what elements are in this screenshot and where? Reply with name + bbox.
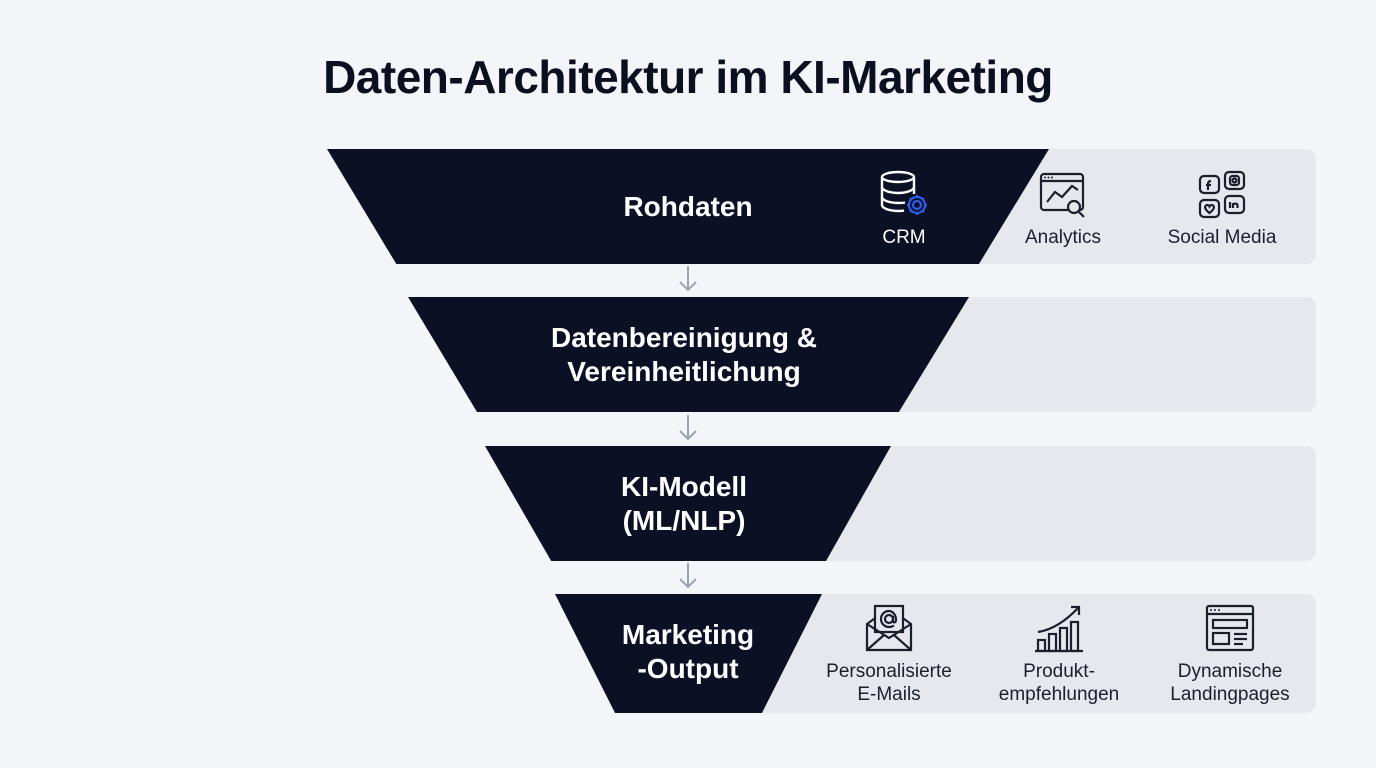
social-media-icon bbox=[1198, 170, 1246, 219]
stage-label-rohdaten: Rohdaten bbox=[623, 191, 753, 222]
stage-label-marketing-output: Marketing -Output bbox=[621, 619, 755, 684]
output-dynamische-landingpages: Dynamische Landingpages bbox=[1150, 604, 1310, 706]
stage-label-datenbereinigung: Datenbereinigung & Vereinheitlichung bbox=[550, 322, 817, 387]
source-label-analytics: Analytics bbox=[1024, 227, 1102, 248]
source-analytics: Analytics bbox=[1003, 170, 1123, 249]
funnel-stage-rohdaten bbox=[327, 149, 1049, 264]
output-personalisierte-emails: Personalisierte E-Mails bbox=[809, 604, 969, 706]
source-label-social-media: Social Media bbox=[1167, 227, 1277, 248]
funnel-stage-ki-modell bbox=[485, 446, 891, 561]
source-social-media: Social Media bbox=[1152, 170, 1292, 249]
analytics-chart-icon bbox=[1039, 172, 1085, 218]
webpage-icon bbox=[1205, 604, 1255, 652]
down-arrow-icon bbox=[679, 266, 697, 292]
output-label-produktempfehlungen: Produkt- empfehlungen bbox=[998, 661, 1120, 705]
output-label-landingpages: Dynamische Landingpages bbox=[1170, 661, 1290, 705]
email-icon bbox=[865, 604, 913, 652]
database-gear-icon bbox=[880, 170, 927, 215]
source-crm: CRM bbox=[844, 168, 964, 249]
output-label-emails: Personalisierte E-Mails bbox=[826, 661, 952, 705]
source-label-crm: CRM bbox=[882, 227, 926, 248]
stage-label-ki-modell: KI-Modell (ML/NLP) bbox=[621, 471, 747, 536]
down-arrow-icon bbox=[679, 415, 697, 441]
diagram-title: Daten-Architektur im KI-Marketing bbox=[323, 51, 1053, 103]
output-produktempfehlungen: Produkt- empfehlungen bbox=[979, 602, 1139, 706]
funnel-stage-datenbereinigung bbox=[408, 297, 969, 412]
growth-chart-icon bbox=[1035, 605, 1083, 653]
down-arrow-icon bbox=[679, 563, 697, 589]
